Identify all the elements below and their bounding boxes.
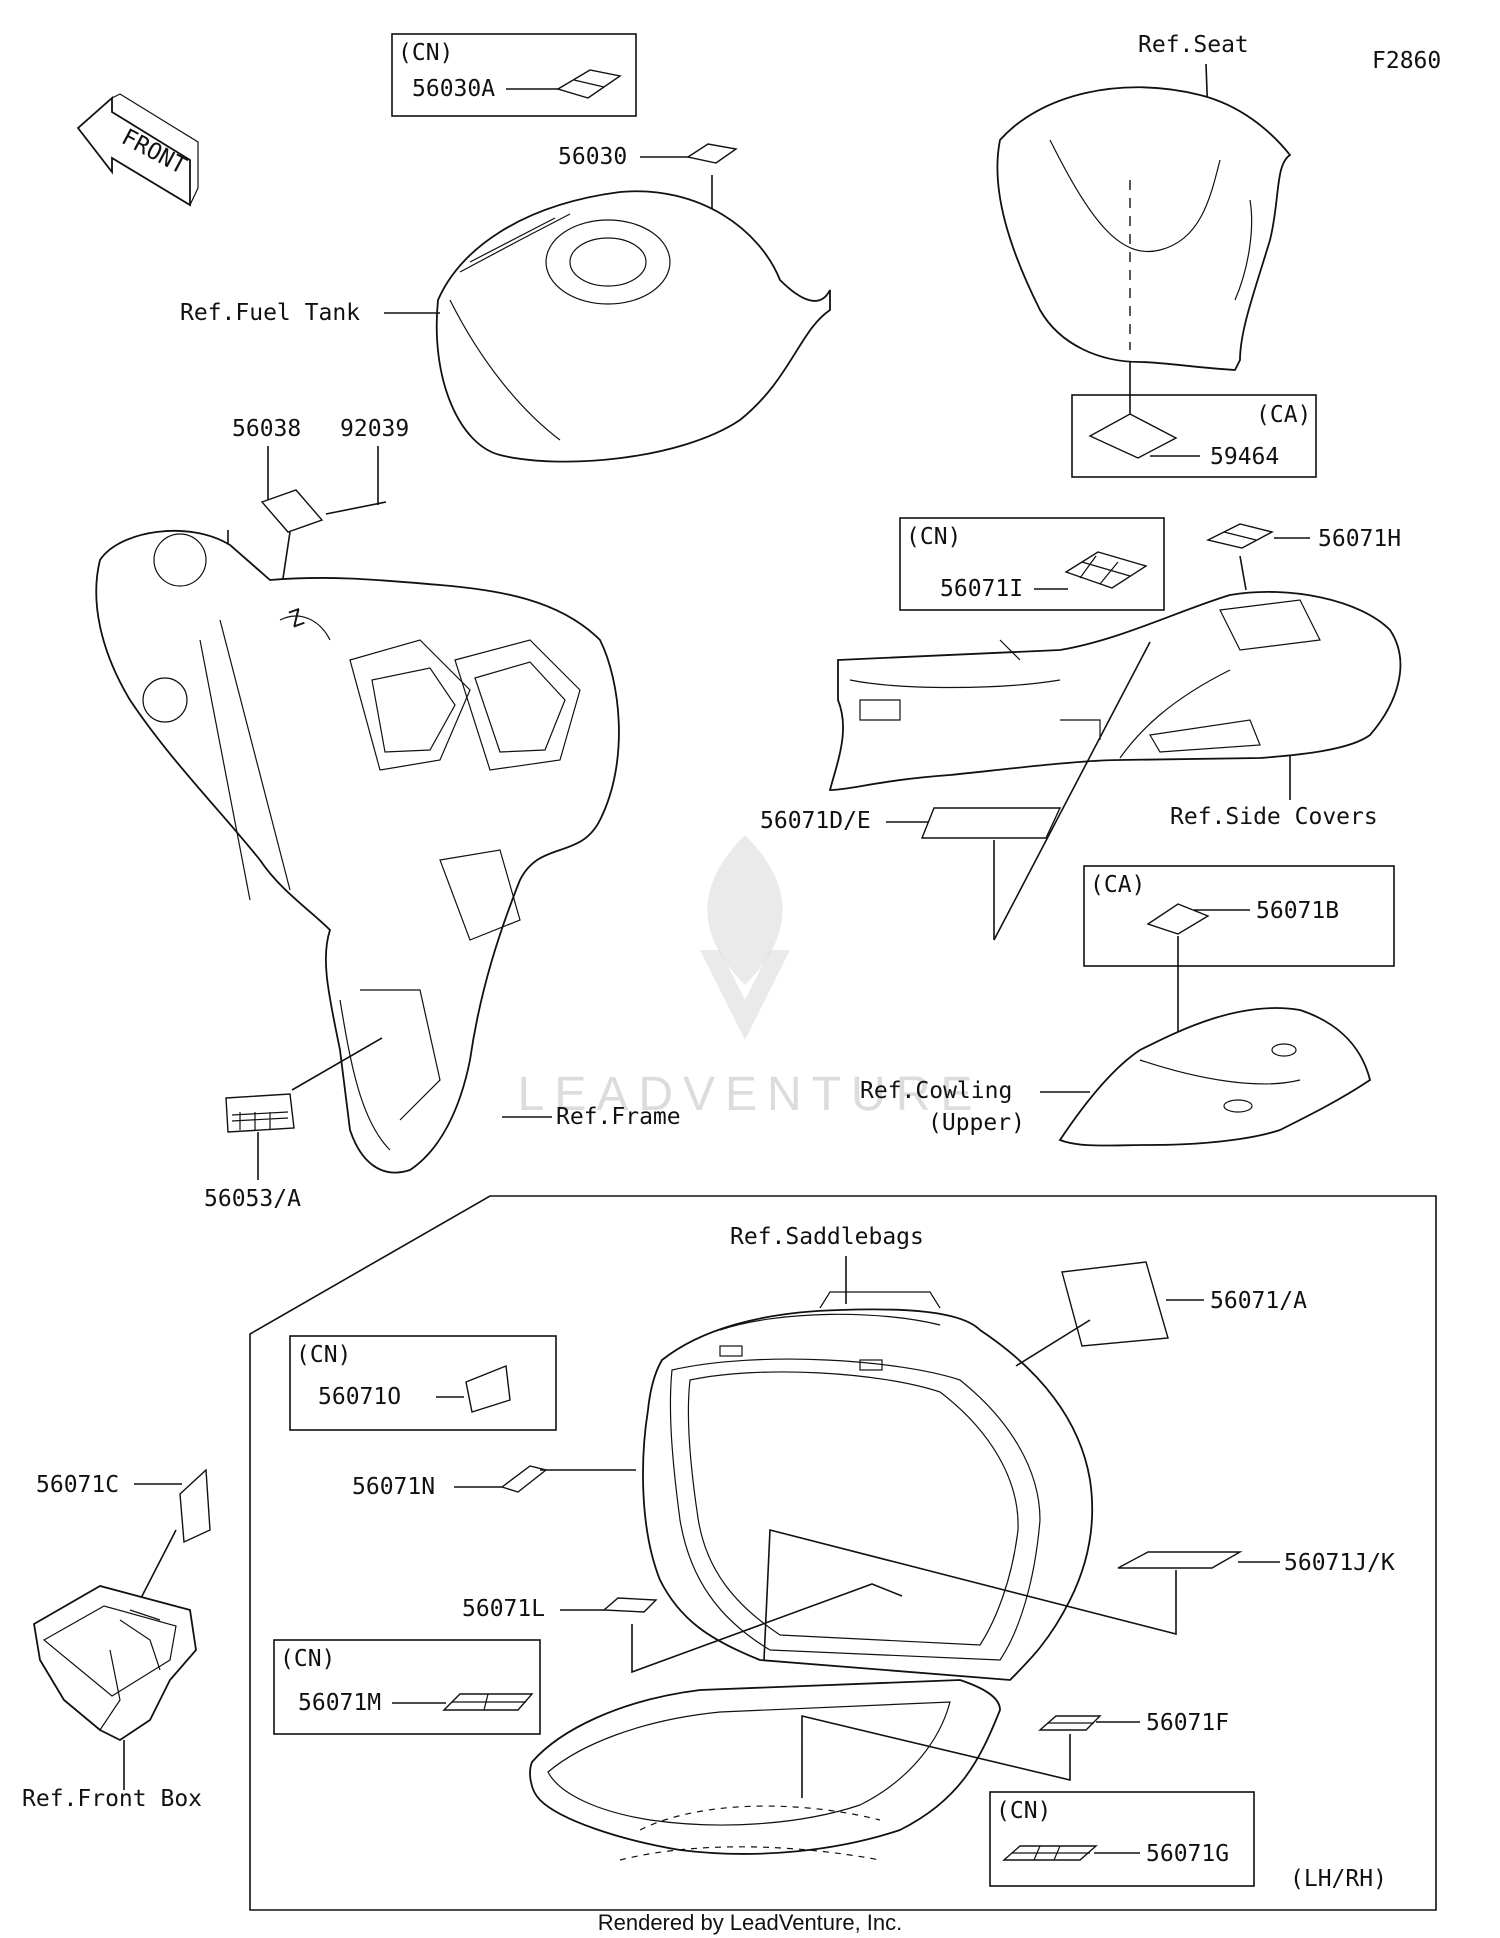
part-label-92039: 92039 xyxy=(340,416,409,442)
ref-fuel-tank: Ref.Fuel Tank xyxy=(180,300,360,326)
saddlebag-region xyxy=(249,1195,1437,1911)
footer-credit: Rendered by LeadVenture, Inc. xyxy=(598,1910,903,1935)
part-label-56071l: 56071L xyxy=(462,1596,545,1622)
seat-part xyxy=(996,86,1292,371)
frame-part: Z xyxy=(95,529,620,1174)
part-label-59464: 59464 xyxy=(1210,444,1279,470)
ca-box-59464 xyxy=(1071,394,1317,478)
ref-frame: Ref.Frame xyxy=(556,1104,681,1130)
leadventure-logo-icon xyxy=(700,835,790,1040)
ref-cowling-sub: (Upper) xyxy=(928,1110,1025,1136)
region-tag-cn: (CN) xyxy=(398,40,453,66)
part-label-56071a: 56071/A xyxy=(1210,1288,1307,1314)
decal-56071c xyxy=(179,1468,211,1544)
decal-56030 xyxy=(686,143,738,164)
front-arrow-icon: FRONT xyxy=(76,93,199,207)
ref-saddlebags: Ref.Saddlebags xyxy=(730,1224,924,1250)
front-box-part xyxy=(33,1585,197,1742)
part-label-56030a: 56030A xyxy=(412,76,495,102)
ca-box-56071b xyxy=(1083,865,1395,967)
part-label-56071jk: 56071J/K xyxy=(1284,1550,1395,1576)
decal-56071de xyxy=(920,807,1062,839)
part-label-56071f: 56071F xyxy=(1146,1710,1229,1736)
part-label-56071i: 56071I xyxy=(940,576,1023,602)
ref-seat: Ref.Seat xyxy=(1138,32,1249,58)
region-tag-ca: (CA) xyxy=(1256,402,1311,428)
decal-59464 xyxy=(1088,413,1178,459)
part-label-56038: 56038 xyxy=(232,416,301,442)
decal-56071jk xyxy=(1117,1551,1243,1569)
part-label-56071g: 56071G xyxy=(1146,1841,1229,1867)
part-label-56071b: 56071B xyxy=(1256,898,1339,924)
cn-box-56030a xyxy=(391,33,637,117)
region-tag-cn: (CN) xyxy=(296,1342,351,1368)
part-label-56071m: 56071M xyxy=(298,1690,381,1716)
region-tag-cn: (CN) xyxy=(906,524,961,550)
part-label-56071n: 56071N xyxy=(352,1474,435,1500)
ref-cowling: Ref.Cowling xyxy=(860,1078,1012,1104)
part-label-56030: 56030 xyxy=(558,144,627,170)
decal-56071b xyxy=(1146,903,1210,935)
ref-front-box: Ref.Front Box xyxy=(22,1786,202,1812)
lhrh-tag: (LH/RH) xyxy=(1290,1866,1387,1892)
ref-side-covers: Ref.Side Covers xyxy=(1170,804,1378,830)
part-label-56071h: 56071H xyxy=(1318,526,1401,552)
fuel-tank-part xyxy=(435,190,831,463)
cowling-part xyxy=(1058,1007,1372,1147)
part-label-56071o: 56071O xyxy=(318,1384,401,1410)
part-label-56071c: 56071C xyxy=(36,1472,119,1498)
cn-box-56071m xyxy=(273,1639,541,1735)
side-covers-part xyxy=(828,591,1402,791)
region-tag-ca: (CA) xyxy=(1090,872,1145,898)
cn-box-56071i xyxy=(899,517,1165,611)
region-tag-cn: (CN) xyxy=(996,1798,1051,1824)
decal-56071l xyxy=(602,1597,658,1613)
cn-box-56071g xyxy=(989,1791,1255,1887)
decal-56038 xyxy=(260,489,324,533)
decal-56071n xyxy=(500,1465,548,1493)
region-tag-cn: (CN) xyxy=(280,1646,335,1672)
part-label-56053a: 56053/A xyxy=(204,1186,301,1212)
figure-code: F2860 xyxy=(1372,48,1441,74)
decal-56071o xyxy=(465,1365,511,1413)
part-label-56071de: 56071D/E xyxy=(760,808,871,834)
decal-56071a xyxy=(1061,1261,1169,1347)
decal-56071i xyxy=(1064,551,1148,589)
saddlebag-part xyxy=(529,1291,1094,1861)
cn-box-56071o xyxy=(289,1335,557,1431)
watermark-text: LEADVENTURE xyxy=(518,1068,983,1121)
